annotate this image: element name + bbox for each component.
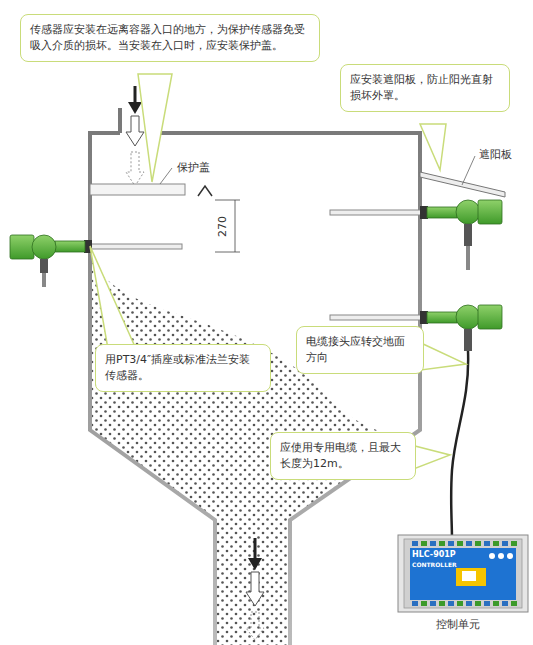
silo-wall [90,108,420,645]
callout-text: 用PT3/4″插座或标准法兰安装传感器。 [105,352,261,384]
terminal [502,601,508,606]
terminal [439,601,445,606]
callout-text: 应使用专用电缆，且最大长度为12m。 [280,440,406,472]
callout-text: 电缆接头应转交地面方向 [306,334,414,366]
leader-line [462,156,475,185]
terminal [511,601,517,606]
terminal-strip [412,541,517,606]
terminal [430,541,436,546]
terminal [421,541,427,546]
callout-box: 电缆接头应转交地面方向 [296,326,424,374]
terminal [475,541,481,546]
callout-box: 应使用专用电缆，且最大长度为12m。 [270,432,416,480]
device-label: HLC-901P [412,550,456,559]
cable [451,351,468,540]
terminal [466,541,472,546]
terminal [502,541,508,546]
callout-box: 传感器应安装在远离容器入口的地方，为保护传感器免受吸入介质的损坏。当安装在入口时… [20,14,320,62]
part-label: 保护盖 [176,160,211,175]
part-label: 遮阳板 [478,147,513,162]
callout-text: 应安装遮阳板，防止阳光直射损坏外罩。 [350,72,500,104]
device-label: CONTROLLER [412,561,457,568]
terminal [448,601,454,606]
callout-box: 用PT3/4″插座或标准法兰安装传感器。 [95,344,271,392]
callout-pointer [90,74,466,470]
terminal [493,541,499,546]
terminal [412,601,418,606]
protective-cover [90,184,185,195]
terminal [421,601,427,606]
callout-text: 传感器应安装在远离容器入口的地方，为保护传感器免受吸入介质的损坏。当安装在入口时… [30,22,310,54]
terminal [475,601,481,606]
terminal [430,601,436,606]
dimension-line [215,200,240,252]
control-unit [398,535,528,612]
terminal [412,541,418,546]
dimension-value: 270 [216,215,229,238]
terminal [484,541,490,546]
terminal [484,601,490,606]
unit-caption: 控制单元 [436,617,480,632]
terminal [466,601,472,606]
terminal [448,541,454,546]
leader-line [160,168,172,184]
terminal [493,601,499,606]
outlet-arrow [246,538,264,640]
terminal [511,541,517,546]
terminal [457,541,463,546]
terminal [457,601,463,606]
clearance-mark [198,186,212,196]
control-unit-box: HLC-901PCONTROLLER控制单元 [398,535,528,612]
terminal [439,541,445,546]
sensor-right-top [330,200,502,270]
callout-box: 应安装遮阳板，防止阳光直射损坏外罩。 [340,64,510,112]
